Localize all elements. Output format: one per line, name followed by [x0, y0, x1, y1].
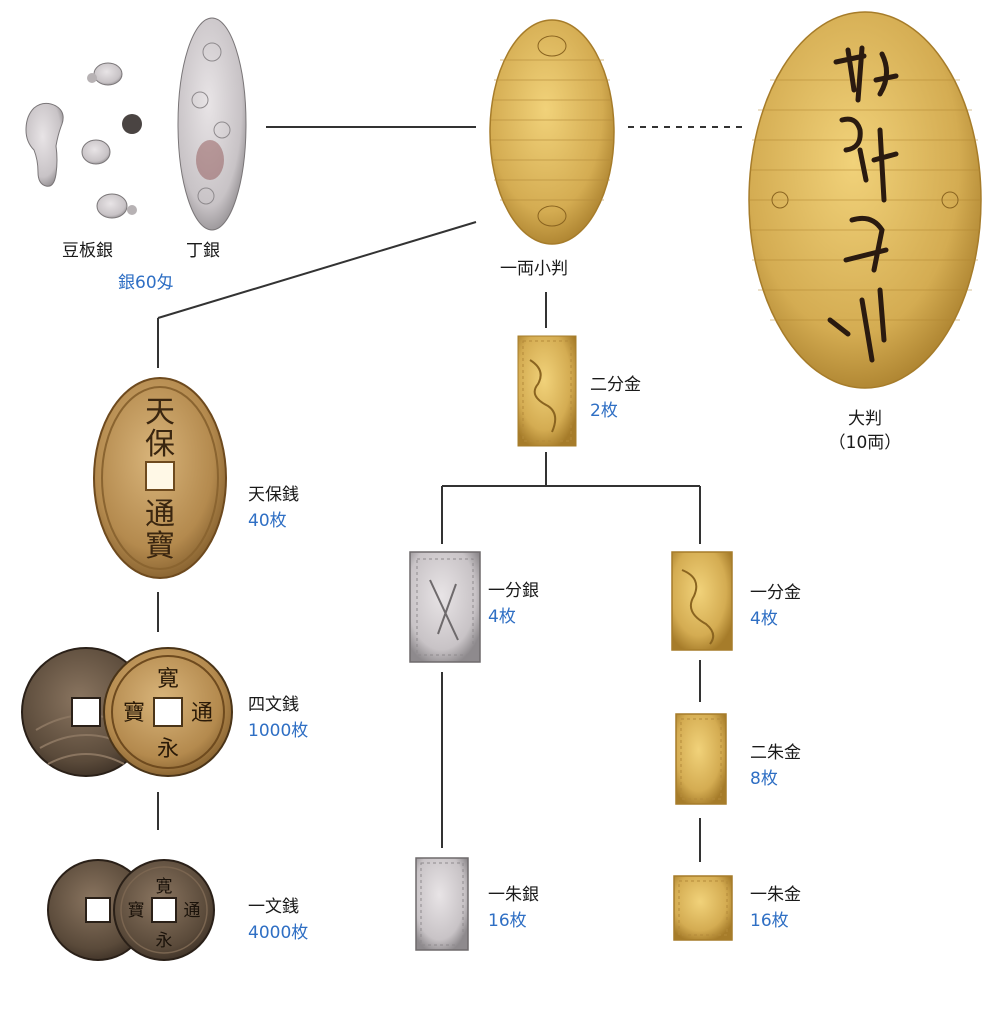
ichimonsen-image — [47, 859, 215, 961]
count-silver-group: 銀60匁 — [118, 273, 174, 293]
label-mameitagin: 豆板銀 — [62, 241, 113, 261]
ichibugin-image — [409, 551, 481, 663]
label-nibukin: 二分金 — [590, 375, 641, 395]
label-koban: 一両小判 — [500, 259, 568, 279]
count-isshukin: 16枚 — [750, 911, 789, 931]
count-oban: （10両） — [828, 433, 902, 453]
tenpo-char-top: 天 — [145, 395, 175, 430]
yonmon-char-bottom: 永 — [157, 737, 179, 762]
ichimon-char-bottom: 永 — [156, 931, 173, 951]
ichimon-char-left: 寶 — [128, 900, 145, 921]
label-tenposen: 天保銭 — [248, 485, 299, 505]
count-ichimonsen: 4000枚 — [248, 923, 309, 943]
tenpo-char-left: 寶 — [145, 529, 175, 564]
tenposen-image — [93, 377, 227, 579]
count-ichibukin: 4枚 — [750, 609, 778, 629]
label-isshugin: 一朱銀 — [488, 885, 539, 905]
koban-image — [489, 19, 615, 245]
count-yonmonsen: 1000枚 — [248, 721, 309, 741]
count-ichibugin: 4枚 — [488, 607, 516, 627]
line-koban-tenpo-diag — [157, 221, 477, 319]
nishukin-image — [675, 713, 727, 805]
label-ichibukin: 一分金 — [750, 583, 801, 603]
yonmon-char-right: 通 — [191, 701, 213, 726]
label-isshukin: 一朱金 — [750, 885, 801, 905]
label-oban: 大判 — [848, 409, 882, 429]
ichimon-char-top: 寛 — [156, 877, 173, 897]
label-chogin: 丁銀 — [186, 241, 220, 261]
yonmon-char-left: 寶 — [123, 701, 145, 726]
tenpo-char-right: 保 — [145, 427, 175, 462]
tenpo-char-bottom: 通 — [145, 497, 175, 532]
count-nibukin: 2枚 — [590, 401, 618, 421]
yonmonsen-image — [21, 647, 233, 777]
mameitagin-image — [25, 62, 142, 219]
chogin-image — [177, 17, 247, 231]
connector-lines — [157, 126, 742, 862]
label-ichimonsen: 一文銭 — [248, 897, 299, 917]
yonmon-char-top: 寛 — [157, 667, 179, 692]
count-tenposen: 40枚 — [248, 511, 287, 531]
ichimon-char-right: 通 — [184, 901, 201, 921]
nibukin-image — [517, 335, 577, 447]
label-nishukin: 二朱金 — [750, 743, 801, 763]
count-nishukin: 8枚 — [750, 769, 778, 789]
isshukin-image — [673, 875, 733, 941]
count-isshugin: 16枚 — [488, 911, 527, 931]
oban-image — [748, 11, 982, 389]
label-ichibugin: 一分銀 — [488, 581, 539, 601]
ichibukin-image — [671, 551, 733, 651]
isshugin-image — [415, 857, 469, 951]
label-yonmonsen: 四文銭 — [248, 695, 299, 715]
